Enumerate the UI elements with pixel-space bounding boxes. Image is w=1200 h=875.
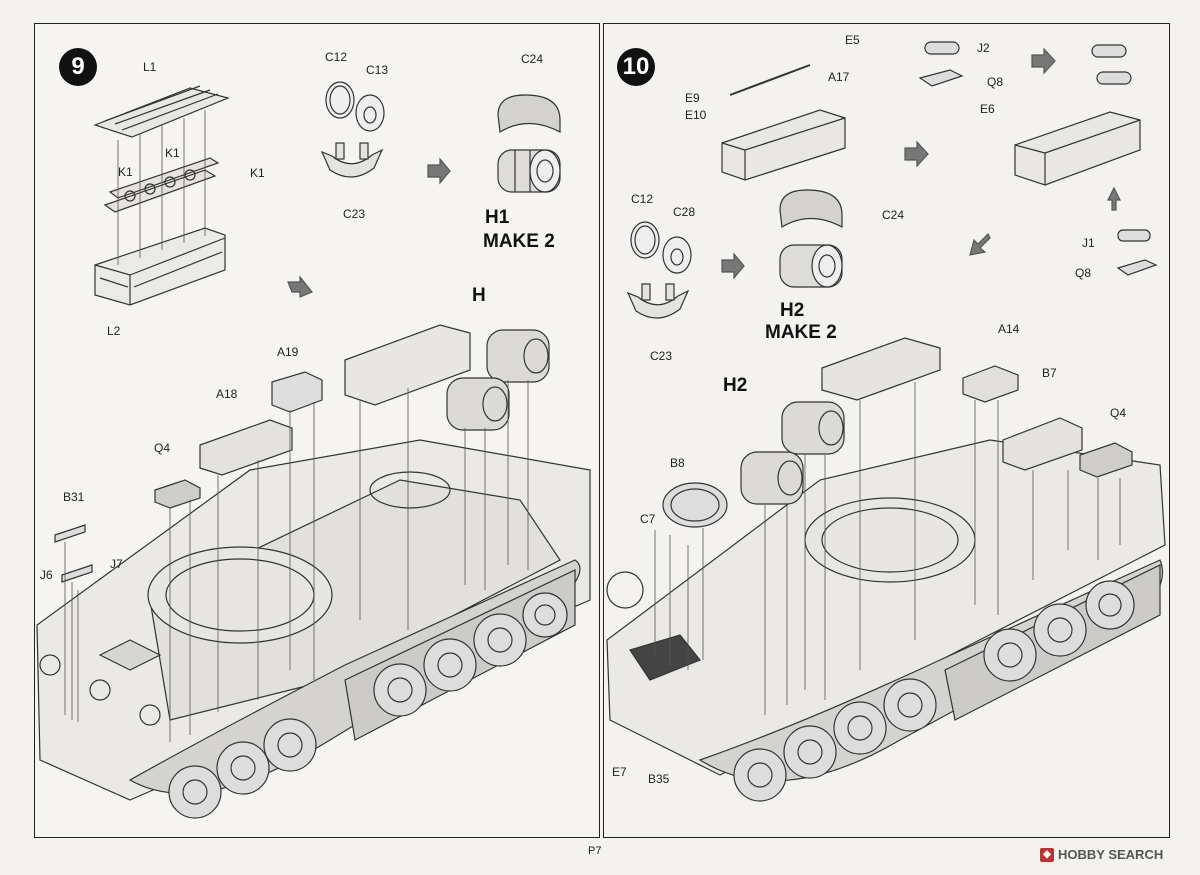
- label-j7: J7: [110, 557, 123, 571]
- drum-h1: [497, 94, 561, 193]
- box-a17-assembled: [1014, 44, 1141, 186]
- arrow-right: [904, 140, 929, 168]
- label-b35: B35: [648, 772, 670, 786]
- label-a18: A18: [216, 387, 238, 401]
- label-j1: J1: [1082, 236, 1095, 250]
- arrow-right: [1031, 47, 1056, 75]
- arrow-down-left: [969, 232, 991, 256]
- label-l1: L1: [143, 60, 157, 74]
- tank-hull-step9: [36, 439, 591, 819]
- stowage-step10: [662, 337, 1133, 528]
- label-l2: L2: [107, 324, 121, 338]
- arrow-right: [427, 157, 451, 185]
- label-e7: E7: [612, 765, 627, 779]
- label-q4: Q4: [154, 441, 171, 455]
- label-k1: K1: [118, 165, 133, 179]
- label-b8: B8: [670, 456, 685, 470]
- crate-dividers-k1: [103, 157, 220, 213]
- label-c7: C7: [640, 512, 656, 526]
- label-c12: C12: [631, 192, 654, 206]
- sub-assembly-h1: H1: [485, 207, 510, 228]
- label-h: H: [472, 285, 486, 306]
- label-q8: Q8: [1075, 266, 1092, 280]
- watermark: ◆ HOBBY SEARCH: [1040, 847, 1163, 862]
- label-c12: C12: [325, 50, 348, 64]
- label-c23: C23: [343, 207, 366, 221]
- label-e5: E5: [845, 33, 860, 47]
- label-c23: C23: [650, 349, 673, 363]
- label-c24: C24: [521, 52, 544, 66]
- part-j2-q8: [918, 41, 964, 87]
- page-number: P7: [588, 845, 602, 857]
- box-a17: [721, 64, 846, 181]
- guide-lines-crate: [117, 110, 206, 265]
- guide-lines-step9: [64, 380, 529, 742]
- watermark-text: HOBBY SEARCH: [1058, 847, 1164, 862]
- label-c24: C24: [882, 208, 905, 222]
- label-q4: Q4: [1110, 406, 1127, 420]
- label-a14: A14: [998, 322, 1020, 336]
- label-a19: A19: [277, 345, 299, 359]
- crate-base-l2: [94, 227, 226, 306]
- label-c13: C13: [366, 63, 389, 77]
- label-b31: B31: [63, 490, 85, 504]
- step-9-number: 9: [59, 48, 97, 86]
- drum-parts-h2: [626, 221, 692, 319]
- label-h2: H2: [723, 375, 748, 396]
- label-j6: J6: [40, 568, 53, 582]
- guide-lines-step10: [654, 382, 1121, 715]
- stowage-step9: [54, 324, 550, 583]
- label-e9: E9: [685, 91, 700, 105]
- label-c28: C28: [673, 205, 696, 219]
- label-b7: B7: [1042, 366, 1057, 380]
- label-q8: Q8: [987, 75, 1004, 89]
- arrow-right: [721, 252, 745, 280]
- label-j2: J2: [977, 41, 990, 55]
- tank-hull-step10: [606, 439, 1166, 802]
- drum-h2: [779, 189, 843, 288]
- watermark-logo-icon: ◆: [1040, 847, 1054, 862]
- label-k1: K1: [250, 166, 265, 180]
- make-2-h2: MAKE 2: [765, 322, 837, 343]
- label-e10: E10: [685, 108, 707, 122]
- step-10-number: 10: [617, 48, 655, 86]
- part-j1-q8: [1116, 229, 1158, 276]
- step-10-panel: [603, 23, 1170, 838]
- label-k1: K1: [165, 146, 180, 160]
- label-e6: E6: [980, 102, 995, 116]
- make-2-h1: MAKE 2: [483, 231, 555, 252]
- arrow-up: [1107, 186, 1121, 211]
- sub-assembly-h2: H2: [780, 300, 805, 321]
- label-a17: A17: [828, 70, 850, 84]
- arrow-down-right: [287, 275, 313, 298]
- crate-lid-l1: [93, 85, 230, 138]
- drum-parts-h1: [320, 81, 385, 178]
